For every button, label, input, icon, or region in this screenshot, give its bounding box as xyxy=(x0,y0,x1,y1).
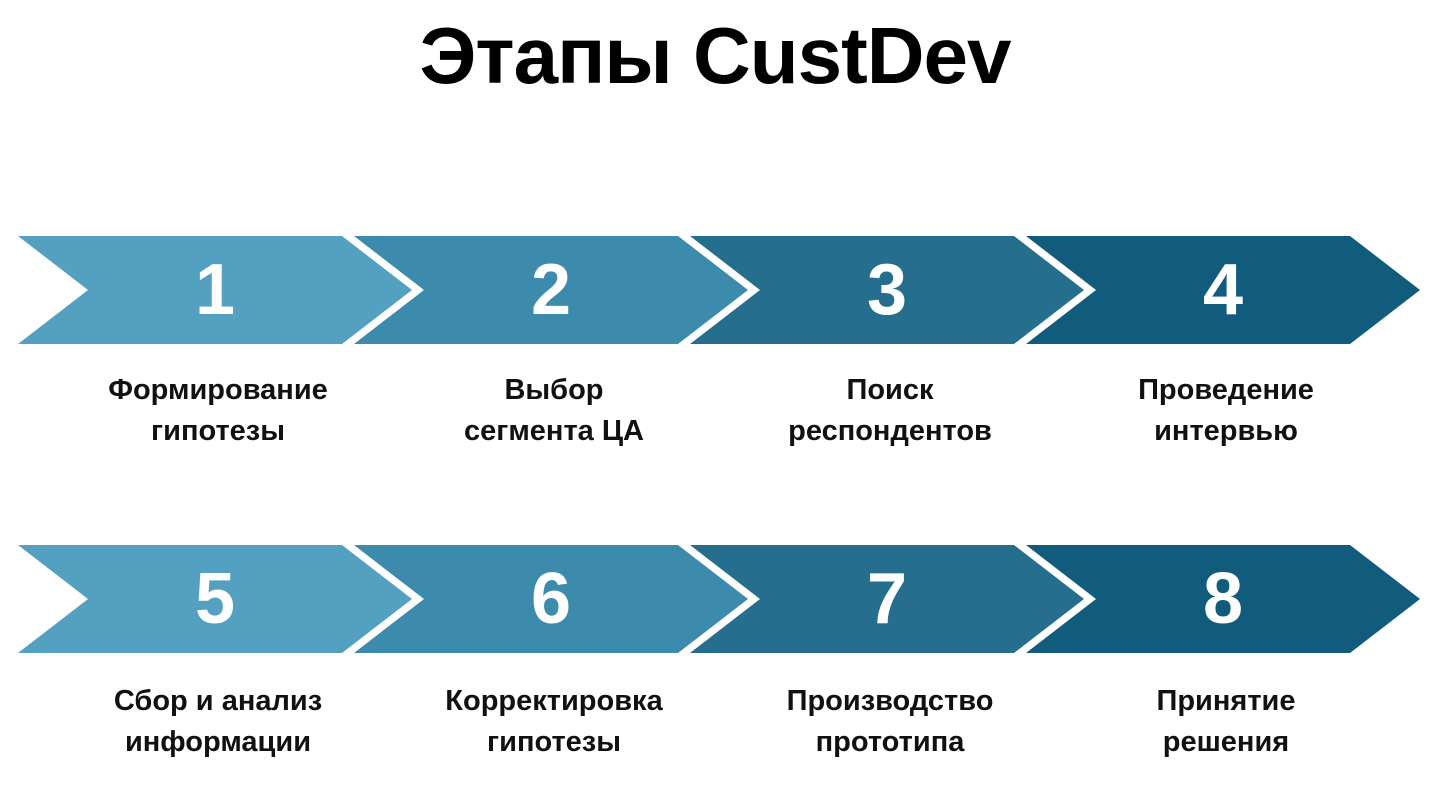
stage-number-3: 3 xyxy=(866,250,908,330)
stage-label-7: Производство прототипа xyxy=(786,685,994,758)
stage-label-1: Формирование гипотезы xyxy=(108,374,328,447)
stage-number-6: 6 xyxy=(530,559,572,639)
stage-label-8: Принятие решения xyxy=(1156,685,1296,758)
stage-arrow-4: 4 xyxy=(1026,236,1420,344)
stage-arrow-5: 5 xyxy=(18,545,412,653)
stage-label-2: Выбор сегмента ЦА xyxy=(464,374,644,447)
stage-arrow-8: 8 xyxy=(1026,545,1420,653)
stage-label-row-1: Формирование гипотезы Выбор сегмента ЦА … xyxy=(0,370,1430,465)
stage-arrow-6: 6 xyxy=(354,545,748,653)
stage-number-1: 1 xyxy=(194,250,236,330)
stage-arrow-3: 3 xyxy=(690,236,1084,344)
stage-number-4: 4 xyxy=(1202,250,1244,330)
page-title: Этапы CustDev xyxy=(419,11,1012,100)
stage-label-3: Поиск респондентов xyxy=(788,374,992,447)
stage-number-7: 7 xyxy=(866,559,908,639)
stage-arrow-1: 1 xyxy=(18,236,412,344)
stage-label-row-2: Сбор и анализ информации Корректировка г… xyxy=(0,681,1430,776)
stage-arrow-2: 2 xyxy=(354,236,748,344)
stage-label-4: Проведение интервью xyxy=(1138,374,1314,447)
stage-row-2: 5 6 7 8 xyxy=(0,545,1430,653)
stage-label-6: Корректировка гипотезы xyxy=(445,685,663,758)
stage-number-5: 5 xyxy=(194,559,236,639)
stage-row-1: 1 2 3 4 xyxy=(0,236,1430,344)
stage-label-5: Сбор и анализ информации xyxy=(113,685,323,758)
stage-number-8: 8 xyxy=(1202,559,1244,639)
stage-number-2: 2 xyxy=(530,250,572,330)
stage-arrow-7: 7 xyxy=(690,545,1084,653)
